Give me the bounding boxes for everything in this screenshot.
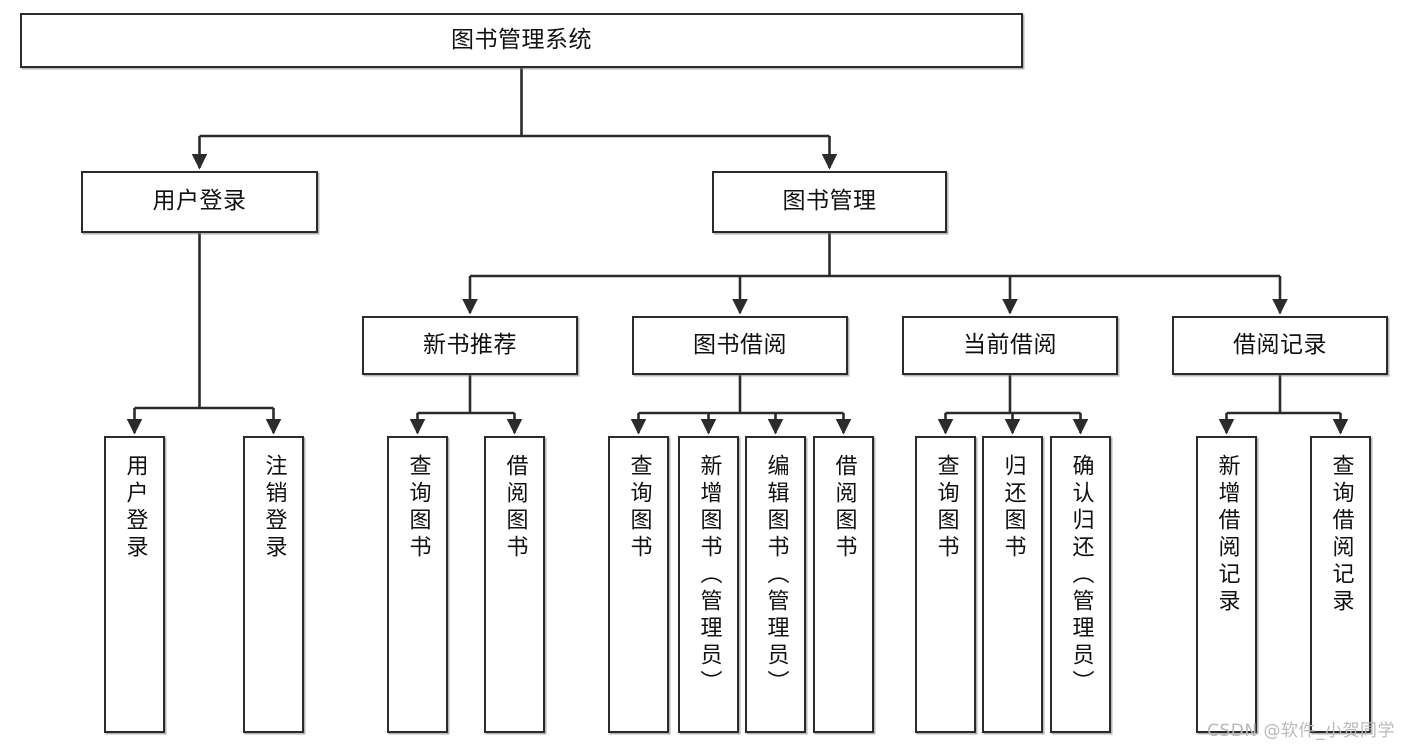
node-label: 图书借阅 (693, 331, 787, 358)
node-book_manage[interactable]: 图书管理 (712, 171, 947, 233)
node-label: 用户登录 (122, 454, 148, 562)
node-leaf_borrow_book_1[interactable]: 借阅图书 (484, 436, 545, 733)
csdn-watermark: CSDN @软件_小贺同学 (1207, 721, 1395, 741)
node-label: 借阅图书 (831, 454, 857, 562)
node-leaf_user_login[interactable]: 用户登录 (104, 436, 165, 733)
node-leaf_query_book_3[interactable]: 查询图书 (915, 436, 976, 733)
node-leaf_borrow_book_2[interactable]: 借阅图书 (813, 436, 874, 733)
node-label: 注销登录 (261, 454, 287, 562)
node-leaf_logout[interactable]: 注销登录 (243, 436, 304, 733)
node-label: 图书管理 (782, 188, 877, 215)
node-label: 当前借阅 (963, 331, 1057, 358)
node-new_book_rec[interactable]: 新书推荐 (362, 316, 578, 375)
node-label: 查询图书 (933, 454, 959, 562)
node-current_borrow[interactable]: 当前借阅 (902, 316, 1118, 375)
node-label: 查询图书 (405, 454, 431, 562)
node-borrow_record[interactable]: 借阅记录 (1172, 316, 1388, 375)
node-label: 图书管理系统 (451, 26, 592, 53)
node-leaf_add_book[interactable]: 新增图书（管理员） (678, 436, 739, 733)
node-label: 查询借阅记录 (1328, 454, 1354, 616)
node-label: 新增图书（管理员） (696, 454, 722, 697)
node-user_login[interactable]: 用户登录 (81, 171, 318, 233)
node-leaf_query_book_2[interactable]: 查询图书 (608, 436, 669, 733)
node-root-system[interactable]: 图书管理系统 (20, 13, 1023, 68)
node-label: 借阅记录 (1233, 331, 1327, 358)
node-leaf_confirm_return[interactable]: 确认归还（管理员） (1050, 436, 1111, 733)
node-label: 归还图书 (1000, 454, 1026, 562)
node-label: 新书推荐 (423, 331, 517, 358)
node-label: 新增借阅记录 (1214, 454, 1240, 616)
node-label: 编辑图书（管理员） (763, 454, 789, 697)
node-label: 借阅图书 (502, 454, 528, 562)
node-leaf_query_record[interactable]: 查询借阅记录 (1310, 436, 1371, 733)
node-label: 查询图书 (626, 454, 652, 562)
node-label: 用户登录 (152, 188, 247, 215)
node-leaf_return_book[interactable]: 归还图书 (982, 436, 1043, 733)
node-leaf_add_record[interactable]: 新增借阅记录 (1196, 436, 1257, 733)
node-leaf_edit_book[interactable]: 编辑图书（管理员） (745, 436, 806, 733)
node-label: 确认归还（管理员） (1068, 454, 1094, 697)
node-book_borrow[interactable]: 图书借阅 (632, 316, 848, 375)
node-leaf_query_book_1[interactable]: 查询图书 (387, 436, 448, 733)
